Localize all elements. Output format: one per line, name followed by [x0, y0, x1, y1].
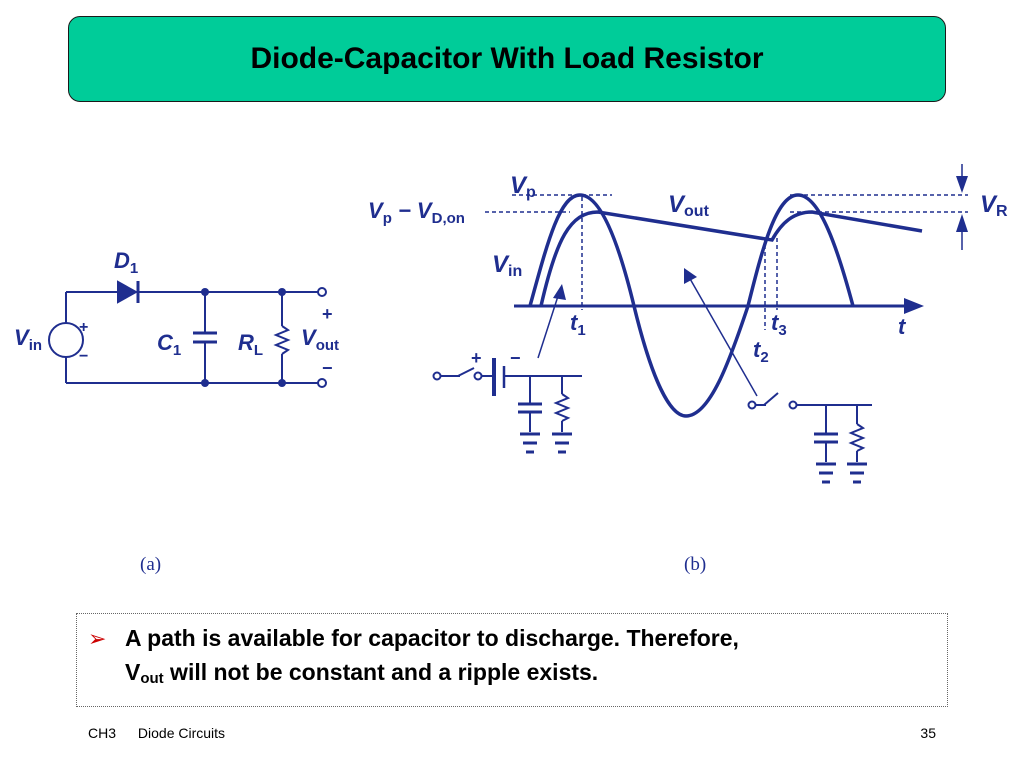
vout-waveform	[539, 210, 923, 307]
vin-plus-sign: +	[79, 319, 88, 336]
label-vp: Vp	[510, 172, 536, 201]
note-box	[76, 613, 948, 707]
note-line-2: Vout will not be constant and a ripple e…	[125, 659, 599, 687]
time-axis-arrow	[904, 298, 924, 314]
vin-source-symbol	[48, 322, 84, 358]
label-c1: C1	[157, 330, 181, 359]
note-text: A path is available for capacitor to dis…	[125, 621, 925, 689]
page-number: 35	[920, 725, 936, 741]
label-t1: t1	[570, 310, 586, 339]
label-vout: Vout	[301, 325, 339, 354]
diode-d1-symbol	[117, 280, 139, 304]
vin-waveform	[528, 193, 855, 418]
caption-b: (b)	[684, 554, 706, 575]
circuit-b2	[747, 392, 872, 484]
bullet-arrow-icon: ➢	[88, 626, 107, 651]
label-vin: Vin	[14, 325, 42, 354]
resistor-rl-symbol	[273, 325, 291, 355]
label-rl: RL	[238, 330, 263, 359]
battery-minus-sign: −	[510, 348, 521, 368]
slide-title: Diode-Capacitor With Load Resistor	[250, 42, 764, 75]
footer-chapter: CH3	[88, 725, 117, 741]
label-vr: VR	[980, 191, 1008, 220]
label-t2: t2	[753, 337, 769, 366]
vin-minus-sign: −	[79, 348, 88, 365]
note-line-1: A path is available for capacitor to dis…	[125, 625, 739, 651]
vout-plus-sign: +	[322, 304, 333, 324]
title-banner: Diode-Capacitor With Load Resistor	[68, 16, 946, 102]
label-t3: t3	[771, 310, 787, 339]
label-vp-minus-vdon: Vp − VD,on	[368, 198, 465, 227]
label-t-axis: t	[898, 314, 907, 339]
circuit-b1	[432, 358, 582, 454]
vout-terminal-bottom	[317, 378, 327, 388]
footer-left: CH3 Diode Circuits	[88, 725, 243, 741]
battery-plus-sign: +	[471, 348, 482, 368]
label-d1: D1	[114, 248, 138, 277]
caption-a: (a)	[140, 554, 161, 575]
circuit-a	[48, 280, 327, 388]
vout-minus-sign: −	[322, 358, 333, 378]
footer-section: Diode Circuits	[137, 725, 226, 741]
junction-dots	[201, 288, 286, 387]
vout-terminal-top	[317, 287, 327, 297]
waveform-b	[432, 164, 968, 484]
label-vin-wave: Vin	[492, 251, 522, 280]
label-vout-wave: Vout	[668, 191, 710, 220]
